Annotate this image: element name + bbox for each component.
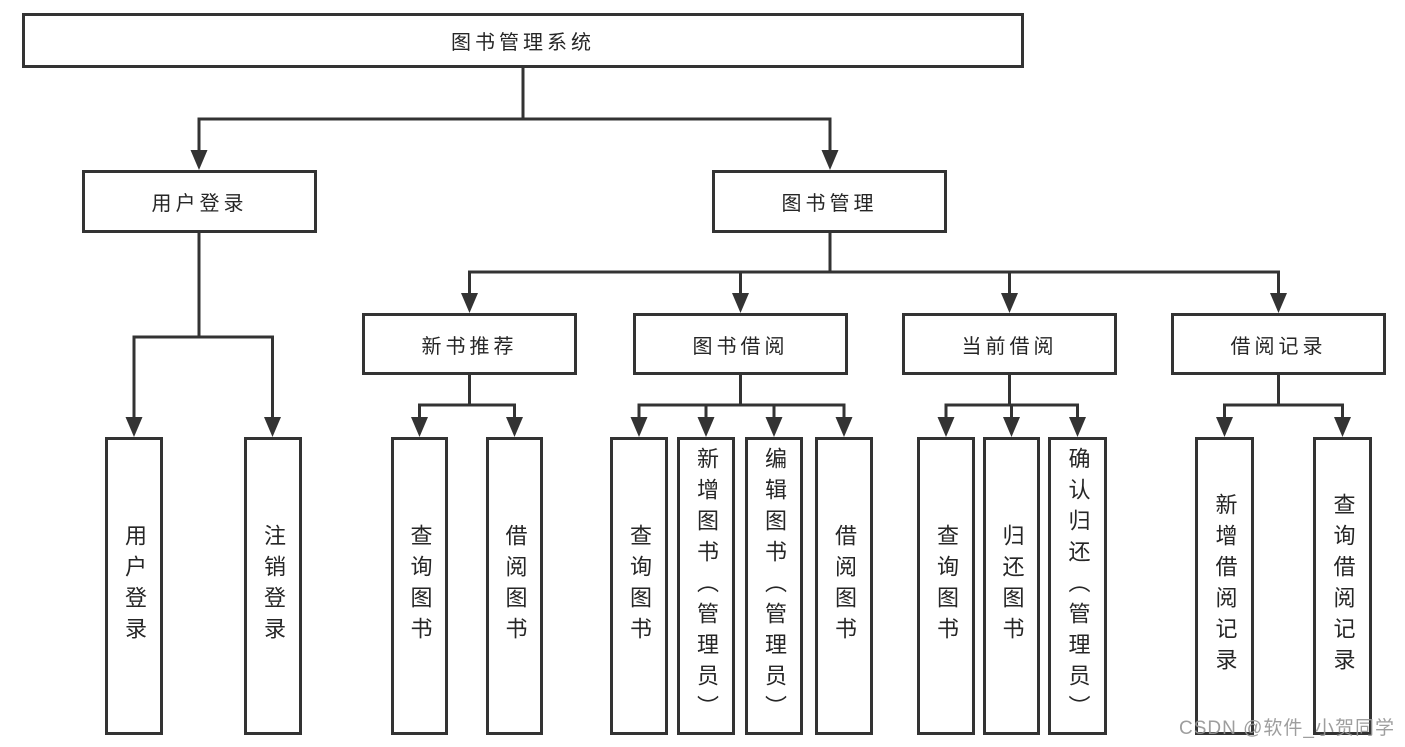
node-leaf-borrow-books-2: 借阅图书 <box>815 437 873 735</box>
leaf-label: 查询借阅记录 <box>1330 493 1356 679</box>
csdn-watermark: CSDN @软件_小贺同学 <box>1179 718 1395 739</box>
leaf-label: 确认归还（管理员） <box>1065 446 1091 726</box>
node-leaf-add-book-admin: 新增图书（管理员） <box>677 437 735 735</box>
node-user-login: 用户登录 <box>82 170 317 233</box>
node-leaf-borrow-books-1: 借阅图书 <box>486 437 543 735</box>
leaf-label: 编辑图书（管理员） <box>762 446 787 726</box>
node-leaf-add-borrow-record: 新增借阅记录 <box>1195 437 1254 735</box>
leaf-label: 借阅图书 <box>502 524 528 648</box>
node-leaf-logout: 注销登录 <box>244 437 302 735</box>
node-leaf-return-book: 归还图书 <box>983 437 1040 735</box>
node-leaf-query-books-2: 查询图书 <box>610 437 668 735</box>
leaf-label: 查询图书 <box>407 524 433 648</box>
leaf-label: 借阅图书 <box>832 524 857 648</box>
node-leaf-user-login: 用户登录 <box>105 437 163 735</box>
node-leaf-query-books-1: 查询图书 <box>391 437 448 735</box>
node-book-management: 图书管理 <box>712 170 947 233</box>
edge-root-to-level2 <box>190 68 839 170</box>
leaf-label: 新增图书（管理员） <box>694 446 719 726</box>
edge-book-borrow-to-leaves <box>630 375 853 437</box>
leaf-label: 注销登录 <box>261 524 286 648</box>
leaf-label: 查询图书 <box>627 524 652 648</box>
node-book-borrow: 图书借阅 <box>633 313 848 375</box>
leaf-label: 用户登录 <box>122 524 147 648</box>
node-new-book-recommend: 新书推荐 <box>362 313 577 375</box>
edge-new-book-rec-to-leaves <box>411 375 523 437</box>
leaf-label: 查询图书 <box>934 524 959 648</box>
edge-book-mgmt-to-level3 <box>461 233 1287 313</box>
node-leaf-confirm-return-admin: 确认归还（管理员） <box>1048 437 1107 735</box>
node-leaf-query-books-3: 查询图书 <box>917 437 975 735</box>
leaf-label: 新增借阅记录 <box>1212 493 1238 679</box>
edge-borrow-record-to-leaves <box>1216 375 1351 437</box>
node-leaf-query-borrow-record: 查询借阅记录 <box>1313 437 1372 735</box>
node-borrow-record: 借阅记录 <box>1171 313 1386 375</box>
leaf-label: 归还图书 <box>999 524 1025 648</box>
edge-user-login-to-leaves <box>125 233 281 437</box>
node-library-management-system: 图书管理系统 <box>22 13 1024 68</box>
edge-current-borrow-to-leaves <box>937 375 1086 437</box>
node-leaf-edit-book-admin: 编辑图书（管理员） <box>745 437 803 735</box>
node-current-borrow: 当前借阅 <box>902 313 1117 375</box>
